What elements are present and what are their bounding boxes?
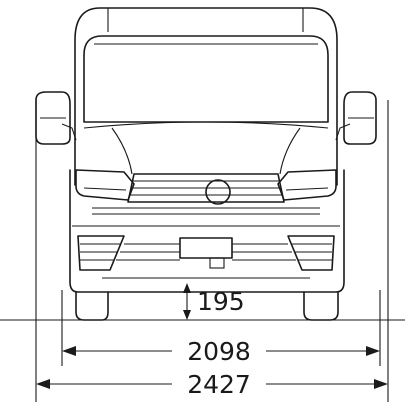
ground-clearance-dimension: 195 bbox=[183, 283, 245, 320]
right-mirror bbox=[335, 91, 377, 145]
track-width-label: 2098 bbox=[187, 337, 251, 366]
brand-emblem bbox=[205, 179, 231, 205]
front-bumper bbox=[72, 225, 340, 279]
left-mirror bbox=[35, 91, 77, 145]
track-width-dimension: 2098 bbox=[62, 337, 380, 366]
right-headlight bbox=[277, 169, 337, 201]
extension-lines bbox=[35, 100, 389, 402]
ground-clearance-label: 195 bbox=[197, 287, 245, 316]
van-front-outline bbox=[69, 7, 345, 321]
left-headlight bbox=[75, 169, 135, 201]
overall-width-label: 2427 bbox=[187, 370, 251, 399]
overall-width-dimension: 2427 bbox=[36, 370, 388, 399]
